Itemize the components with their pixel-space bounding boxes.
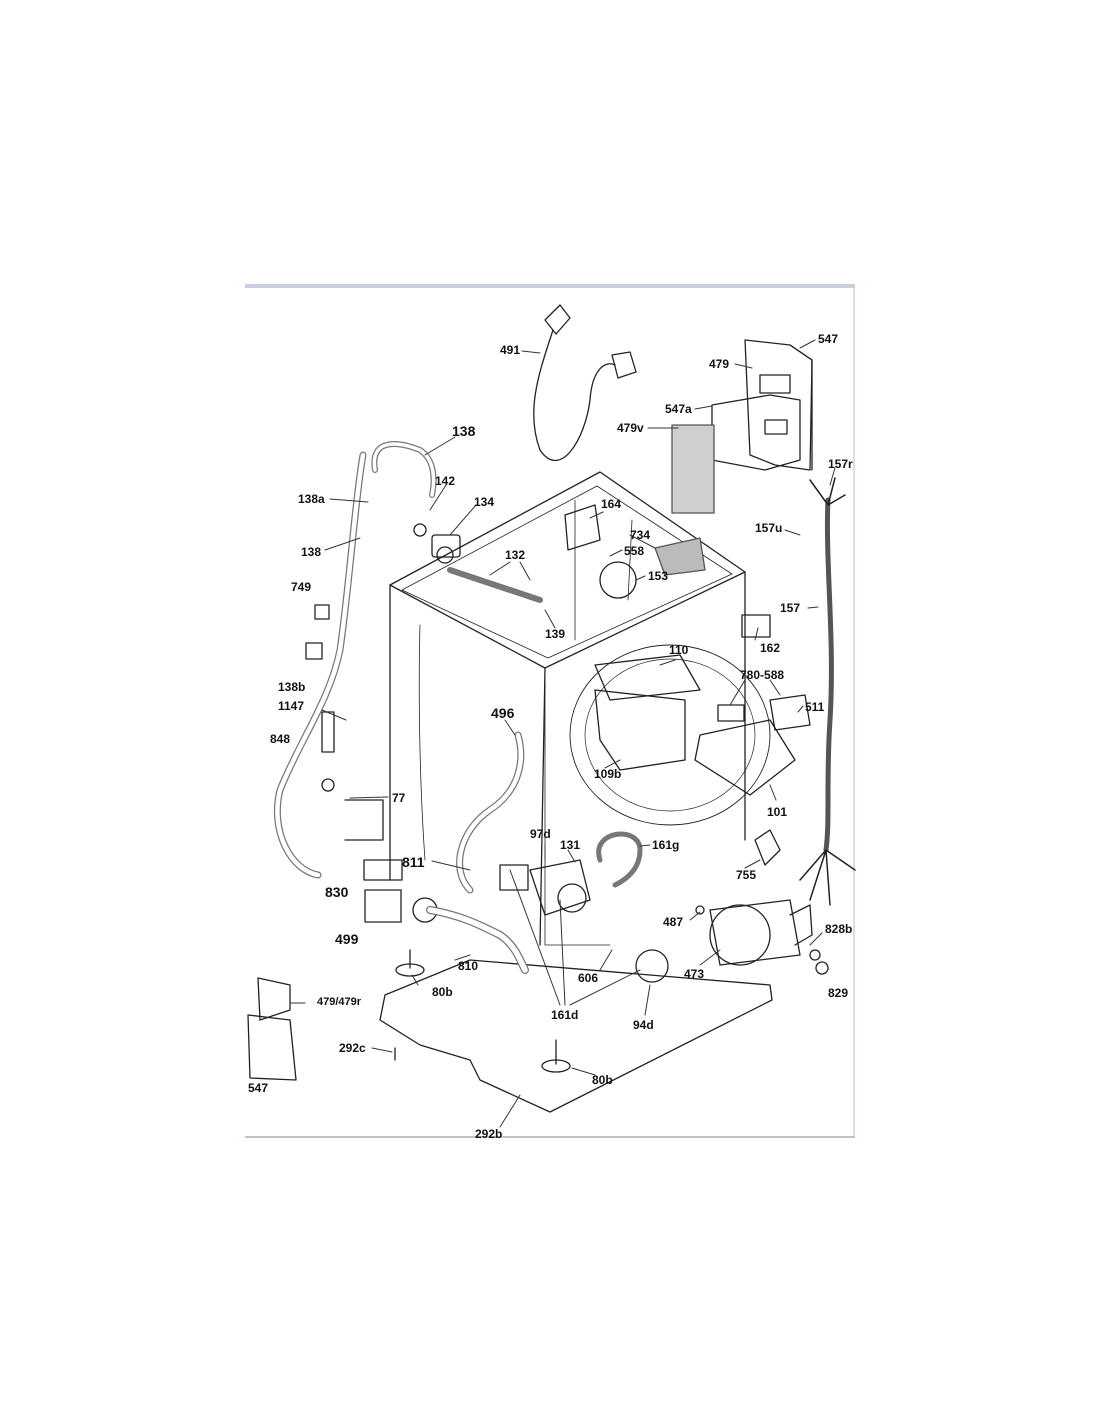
- part-755: [754, 829, 781, 866]
- feet: [395, 949, 571, 1073]
- lever-780: [717, 704, 745, 722]
- label-161g: 161g: [652, 838, 680, 852]
- label-1147: 1147: [278, 699, 305, 713]
- connector-830: [363, 859, 403, 881]
- pump-filter: [635, 949, 669, 983]
- label-547-top: 547: [818, 332, 839, 346]
- drain-pump: [499, 859, 591, 916]
- label-162: 162: [760, 641, 781, 655]
- label-810: 810: [458, 959, 479, 973]
- label-755: 755: [736, 868, 757, 882]
- inlet-hose: [447, 567, 543, 603]
- label-80b-bottom: 80b: [592, 1073, 613, 1087]
- detergent-drawer: [694, 719, 796, 796]
- part-848: [321, 778, 335, 792]
- bottom-board: [247, 977, 297, 1081]
- label-157u: 157u: [755, 521, 783, 535]
- label-138a: 138a: [298, 492, 325, 506]
- label-499: 499: [335, 931, 359, 947]
- frame-top-border: [245, 284, 855, 288]
- label-142: 142: [435, 474, 456, 488]
- label-131: 131: [560, 838, 581, 852]
- insulation-sheet: [671, 424, 715, 514]
- part-749: [314, 604, 330, 620]
- label-479v: 479v: [617, 421, 644, 435]
- label-811: 811: [402, 854, 425, 870]
- label-80b-top: 80b: [432, 985, 453, 999]
- part-487: [695, 905, 705, 915]
- part-77: [344, 799, 384, 841]
- label-132: 132: [505, 548, 526, 562]
- label-749: 749: [291, 580, 312, 594]
- label-496: 496: [491, 705, 515, 721]
- label-479: 479: [709, 357, 730, 371]
- frame-right-border: [853, 288, 855, 1137]
- power-cord: [533, 304, 637, 462]
- pressure-switch: [599, 561, 637, 599]
- diagram-frame: [245, 284, 855, 1137]
- inlet-valve: [413, 523, 461, 564]
- part-1147: [321, 711, 335, 753]
- label-153: 153: [648, 569, 669, 583]
- label-547a: 547a: [665, 402, 692, 416]
- hose-161g: [596, 831, 643, 888]
- label-161d: 161d: [551, 1008, 579, 1022]
- label-558: 558: [624, 544, 645, 558]
- label-164: 164: [601, 497, 622, 511]
- label-109b: 109b: [594, 767, 622, 781]
- solenoid-valve: [364, 889, 438, 923]
- motor: [709, 899, 813, 966]
- label-473: 473: [684, 967, 705, 981]
- base-plate: [379, 959, 773, 1113]
- label-94d: 94d: [633, 1018, 654, 1032]
- detergent-housing: [594, 654, 701, 771]
- part-829: [815, 961, 829, 975]
- leader-lines: [289, 339, 836, 1128]
- label-138b: 138b: [278, 680, 306, 694]
- label-292c: 292c: [339, 1041, 366, 1055]
- label-157: 157: [780, 601, 801, 615]
- label-77: 77: [392, 791, 406, 805]
- label-830: 830: [325, 884, 349, 900]
- door-lock: [741, 614, 771, 638]
- label-157r: 157r: [828, 457, 853, 471]
- label-479-479r: 479/479r: [317, 996, 362, 1008]
- label-547-bottom: 547: [248, 1081, 269, 1095]
- wiring-harness: [799, 477, 856, 906]
- drain-hose: [273, 441, 437, 879]
- control-board: [711, 339, 813, 471]
- drawer-handle: [769, 694, 811, 731]
- label-848: 848: [270, 732, 291, 746]
- label-487: 487: [663, 915, 684, 929]
- label-606: 606: [578, 971, 599, 985]
- cabinet-outline: [389, 471, 771, 946]
- label-780-588: 780-588: [740, 668, 785, 682]
- label-829: 829: [828, 986, 849, 1000]
- label-134: 134: [474, 495, 495, 509]
- label-734: 734: [630, 528, 651, 542]
- label-511: 511: [805, 700, 825, 714]
- label-101: 101: [767, 805, 788, 819]
- part-138b: [305, 642, 323, 660]
- frame-bottom-border: [245, 1136, 855, 1138]
- label-138-top: 138: [452, 423, 476, 439]
- filter-block: [564, 504, 601, 551]
- shield-734: [654, 537, 706, 576]
- label-292b: 292b: [475, 1127, 503, 1141]
- label-491: 491: [500, 343, 521, 357]
- label-139: 139: [545, 627, 566, 641]
- label-138-left: 138: [301, 545, 322, 559]
- label-97d: 97d: [530, 827, 551, 841]
- label-110: 110: [669, 643, 689, 657]
- part-828b: [809, 949, 821, 961]
- label-828b: 828b: [825, 922, 853, 936]
